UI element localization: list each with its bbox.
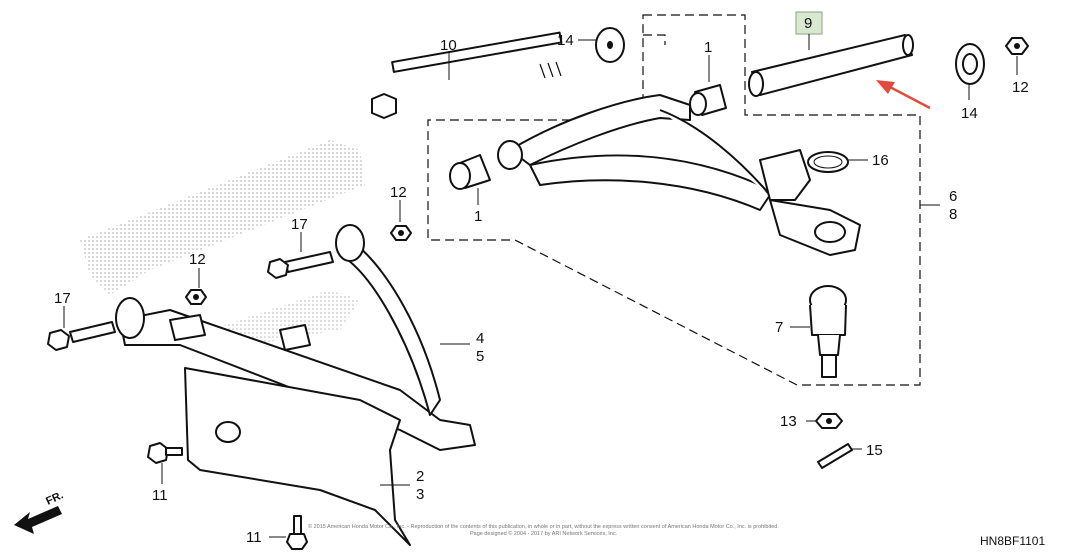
callout-16[interactable]: 16: [872, 152, 889, 169]
callout-3[interactable]: 3: [416, 486, 424, 503]
callout-7[interactable]: 7: [775, 319, 783, 336]
callout-12-upper[interactable]: 12: [390, 184, 407, 201]
front-direction-arrow: FR.: [14, 489, 65, 534]
callout-14-left[interactable]: 14: [557, 32, 574, 49]
skid-plate[interactable]: [184, 367, 411, 546]
callout-17-lower[interactable]: 17: [54, 290, 71, 307]
washer-14-left[interactable]: [595, 27, 625, 63]
callout-11-bottom[interactable]: 11: [246, 529, 262, 546]
bushing-upper-left[interactable]: [497, 140, 523, 170]
callout-4[interactable]: 4: [476, 330, 484, 347]
callout-12-right[interactable]: 12: [1012, 79, 1029, 96]
castle-nut-13[interactable]: [815, 413, 843, 429]
highlight-arrow: [876, 80, 931, 110]
frame-shading: [80, 140, 365, 295]
upper-arm-group-box: [427, 14, 921, 386]
collar-1-upper[interactable]: [689, 84, 727, 116]
collar-1-left[interactable]: [449, 154, 491, 190]
washer-14-right[interactable]: [955, 43, 985, 85]
nut-12-upper[interactable]: [390, 225, 412, 241]
nut-12-right[interactable]: [1005, 37, 1029, 55]
pipe-9[interactable]: [748, 34, 914, 97]
callout-1-left[interactable]: 1: [474, 208, 482, 225]
callout-1-upper[interactable]: 1: [704, 39, 712, 56]
bolt-17-upper[interactable]: [267, 251, 334, 279]
callout-11-left[interactable]: 11: [152, 487, 168, 504]
diagram-code: HN8BF1101: [980, 534, 1045, 548]
callout-10[interactable]: 10: [440, 37, 457, 54]
callout-13[interactable]: 13: [780, 413, 797, 430]
callout-15[interactable]: 15: [866, 442, 883, 459]
callout-2[interactable]: 2: [416, 468, 424, 485]
nut-12-lower[interactable]: [185, 289, 207, 305]
callout-8[interactable]: 8: [949, 206, 957, 223]
callout-14-right[interactable]: 14: [961, 105, 978, 122]
callout-17-upper[interactable]: 17: [291, 216, 308, 233]
snap-ring-16[interactable]: [807, 151, 849, 173]
callout-5[interactable]: 5: [476, 348, 484, 365]
callout-6[interactable]: 6: [949, 188, 957, 205]
bolt-10[interactable]: [371, 31, 563, 119]
copyright-line-2: Page designed © 2004 - 2017 by ARI Netwo…: [470, 530, 618, 537]
frame-shading-lower: [210, 290, 360, 345]
copyright-line: © 2015 American Honda Motor Co., Inc. - …: [308, 523, 779, 530]
bolt-group-box: [643, 34, 666, 45]
bolt-17-lower[interactable]: [47, 321, 116, 351]
cotter-pin-15[interactable]: [817, 443, 853, 469]
leader-lines: [63, 34, 1018, 538]
callout-9[interactable]: 9: [804, 15, 812, 32]
ball-joint-7[interactable]: [809, 285, 847, 378]
bolt-11-left[interactable]: [147, 442, 183, 464]
direction-label: FR.: [44, 489, 65, 507]
bolt-11-bottom[interactable]: [286, 515, 308, 550]
callout-12-lower[interactable]: 12: [189, 251, 206, 268]
upper-arm[interactable]: [509, 94, 861, 256]
